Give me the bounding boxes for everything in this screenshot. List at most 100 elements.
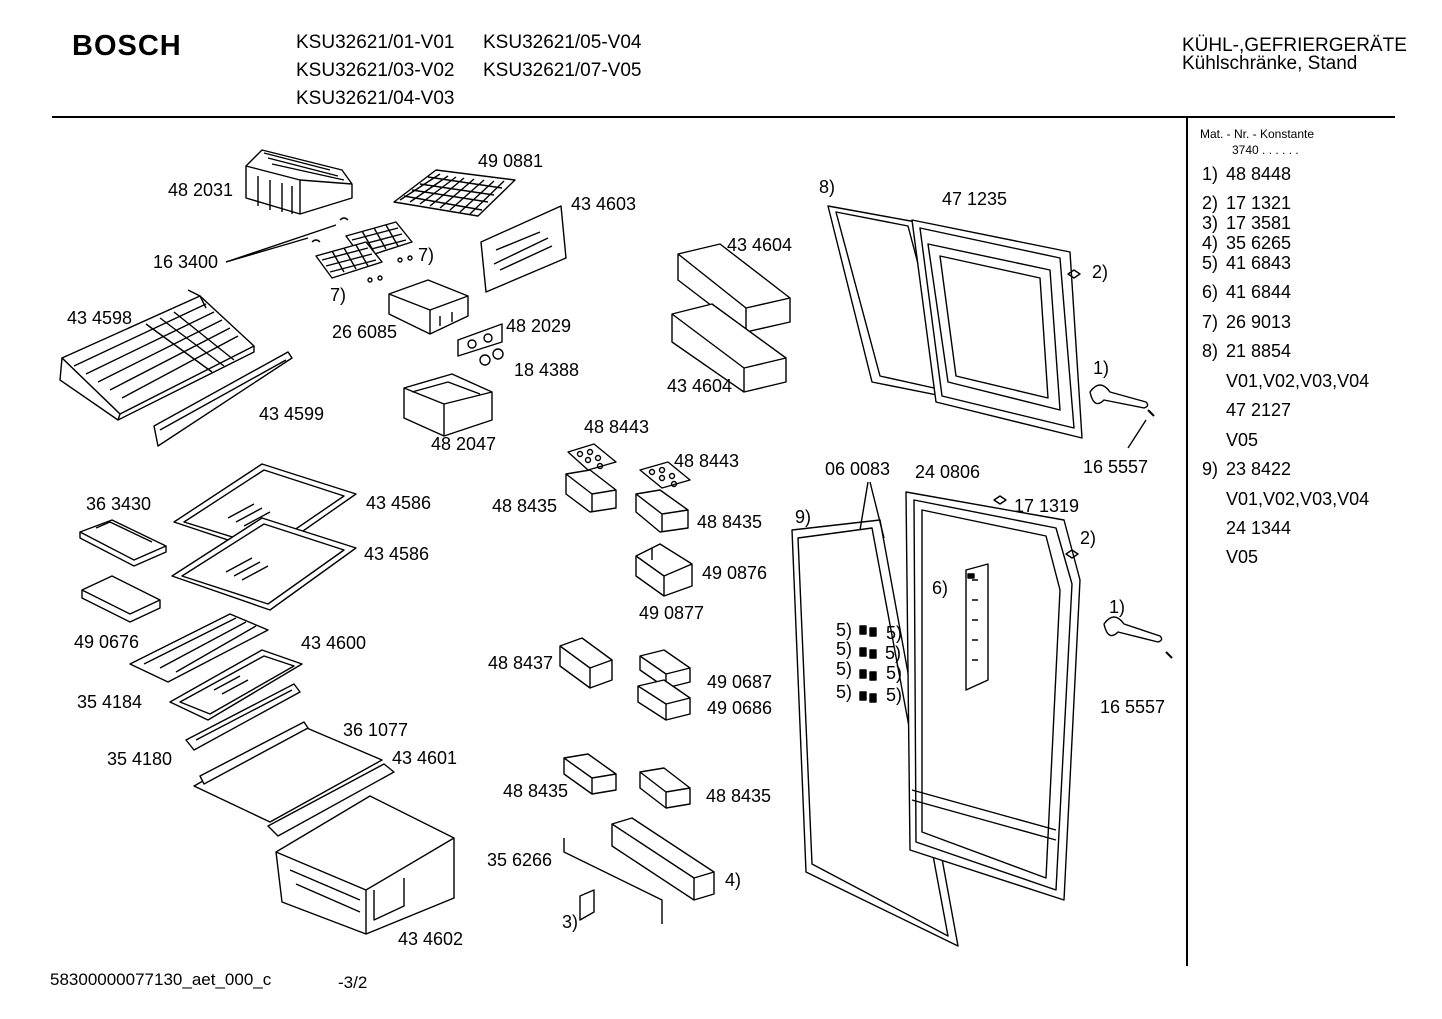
side-entry-value: 47 2127 <box>1226 400 1292 420</box>
side-entry-number: 1) <box>1202 164 1219 184</box>
small-tray-part <box>80 520 166 566</box>
side-entry-value: 26 9013 <box>1226 312 1292 332</box>
side-panel-constant: 3740 . . . . . . <box>1232 143 1299 157</box>
side-entry-number: 8) <box>1202 341 1219 361</box>
knob-part <box>480 349 503 365</box>
freezer-flap-part <box>246 150 352 214</box>
part-label: 4) <box>725 870 742 890</box>
front-trim-part <box>186 684 300 750</box>
part-label: 48 8435 <box>706 786 772 806</box>
side-entry-value: 48 8448 <box>1226 164 1292 184</box>
brand-logo: BOSCH <box>72 30 182 62</box>
part-label: 3) <box>562 912 579 932</box>
part-label: 6) <box>932 578 949 598</box>
part-label: 49 0687 <box>707 672 773 692</box>
part-label: 48 8435 <box>492 496 558 516</box>
crisper-cover-part <box>194 722 382 822</box>
bottle-rail-part <box>564 838 662 924</box>
model-number: KSU32621/01-V01 <box>296 32 455 53</box>
model-number: KSU32621/07-V05 <box>483 60 642 81</box>
side-entry-value: 41 6843 <box>1226 253 1292 273</box>
part-label: 26 6085 <box>332 322 398 342</box>
door-box-part <box>640 650 690 688</box>
side-entry-variant: V05 <box>1226 547 1259 567</box>
part-label: 49 0877 <box>639 603 705 623</box>
glass-plate-part <box>170 650 302 720</box>
egg-tray-part <box>640 462 690 488</box>
part-label: 43 4600 <box>301 633 367 653</box>
door-handle-part <box>1090 385 1148 408</box>
screw-part <box>1148 410 1154 416</box>
leader-line <box>226 238 308 262</box>
side-entry-number: 7) <box>1202 312 1219 332</box>
part-label: 5) <box>886 663 903 683</box>
side-entry-value: 23 8422 <box>1226 459 1292 479</box>
side-panel-heading: Mat. - Nr. - Konstante <box>1200 127 1315 141</box>
model-number: KSU32621/04-V03 <box>296 88 455 109</box>
part-label: 47 1235 <box>942 189 1008 209</box>
side-entry-number: 6) <box>1202 282 1219 302</box>
part-label: 8) <box>819 177 836 197</box>
part-label: 43 4586 <box>364 544 430 564</box>
front-trim-part <box>268 764 394 836</box>
small-drawer-part <box>404 374 492 436</box>
glass-shelf-part <box>172 518 356 610</box>
leader-line <box>870 482 884 538</box>
crisper-drawer-part <box>60 290 254 420</box>
rail-clip-part <box>580 890 594 920</box>
knob-plate-part <box>458 324 502 356</box>
side-entry-number: 5) <box>1202 253 1219 273</box>
side-entry-number: 9) <box>1202 459 1219 479</box>
part-label: 49 0876 <box>702 563 768 583</box>
document-id: 58300000077130_aet_000_c <box>50 970 272 989</box>
door-box-part <box>638 680 690 720</box>
side-entry-value: 41 6844 <box>1226 282 1292 302</box>
part-label: 43 4586 <box>366 493 432 513</box>
side-entry-variant: V01,V02,V03,V04 <box>1226 489 1370 509</box>
part-label: 36 3430 <box>86 494 152 514</box>
side-entry-variant: V01,V02,V03,V04 <box>1226 371 1370 391</box>
part-label: 2) <box>1092 262 1109 282</box>
part-label: 2) <box>1080 528 1097 548</box>
door-shelf-part <box>672 304 786 392</box>
part-label: 48 8443 <box>584 417 650 437</box>
part-label: 43 4604 <box>667 376 733 396</box>
side-entry-value: 35 6265 <box>1226 233 1292 253</box>
part-label: 48 2029 <box>506 316 572 336</box>
page-number: -3/2 <box>338 973 368 992</box>
part-label: 5) <box>836 659 853 679</box>
part-label: 43 4604 <box>727 235 793 255</box>
front-strip-part <box>154 352 292 446</box>
part-label: 35 6266 <box>487 850 553 870</box>
part-label: 48 2031 <box>168 180 234 200</box>
side-entry-variant: V05 <box>1226 430 1259 450</box>
side-entry-value: 21 8854 <box>1226 341 1292 361</box>
part-label: 36 1077 <box>343 720 409 740</box>
part-label: 5) <box>836 639 853 659</box>
part-label: 48 8435 <box>503 781 569 801</box>
part-label: 48 8437 <box>488 653 554 673</box>
leader-line <box>860 482 868 530</box>
part-label: 06 0083 <box>825 459 891 479</box>
part-label: 16 5557 <box>1083 457 1149 477</box>
part-label: 1) <box>1093 358 1110 378</box>
part-label: 24 0806 <box>915 462 981 482</box>
part-label: 16 5557 <box>1100 697 1166 717</box>
door-box-part <box>636 490 688 532</box>
screw-part <box>1166 652 1172 658</box>
part-label: 9) <box>795 507 812 527</box>
part-label: 49 0676 <box>74 632 140 652</box>
door-box-part <box>566 470 616 512</box>
subcategory-title: Kühlschränke, Stand <box>1182 53 1358 74</box>
part-label: 43 4603 <box>571 194 637 214</box>
door-box-part <box>564 754 616 794</box>
rear-panel-part <box>481 206 566 292</box>
part-label: 5) <box>836 620 853 640</box>
part-label: 1) <box>1109 597 1126 617</box>
part-label: 7) <box>330 285 347 305</box>
part-label: 5) <box>885 643 902 663</box>
part-label: 5) <box>886 623 903 643</box>
model-number: KSU32621/05-V04 <box>483 32 642 53</box>
